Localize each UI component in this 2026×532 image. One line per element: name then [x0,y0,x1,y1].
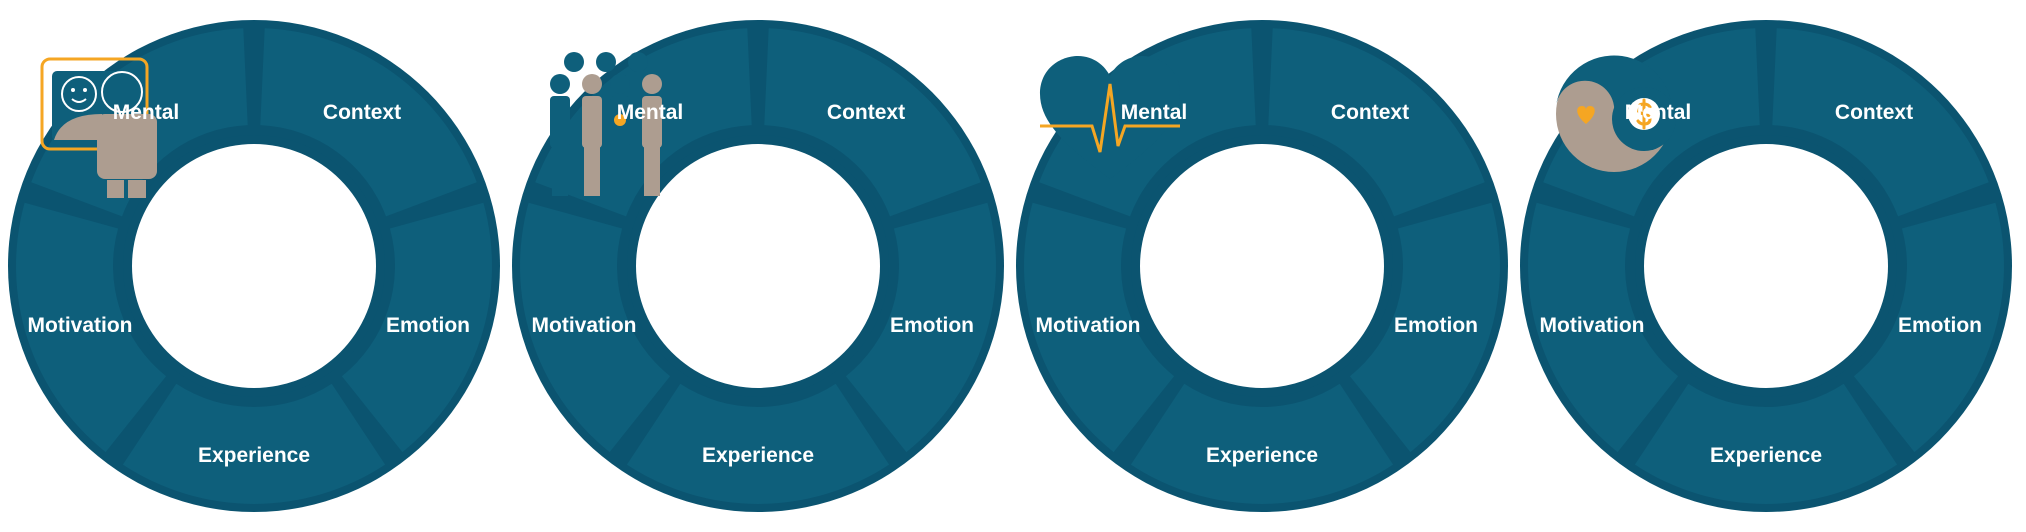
segment-experience [1528,202,1679,453]
group-of-people-icon [550,52,662,196]
segment-experience [520,202,671,453]
segment-label-experience: Experience [1205,444,1319,467]
segment-label-emotion: Emotion [1898,314,1982,337]
center-disc [1140,144,1384,388]
segment-context [1349,202,1500,453]
segment-context [1853,202,2004,453]
segment-label-emotion: Emotion [386,314,470,337]
segment-label-motivation: Motivation [531,314,637,337]
segment-emotion [1130,383,1394,504]
segment-label-mental: Mental [112,101,180,124]
segment-label-motivation: Motivation [1035,314,1141,337]
segment-mental [764,28,981,217]
segment-label-emotion: Emotion [890,314,974,337]
segment-label-context: Context [322,101,402,124]
segment-label-context: Context [1834,101,1914,124]
center-disc [636,144,880,388]
segment-label-mental: Mental [1624,101,1692,124]
center-disc [132,144,376,388]
dollar-sign-icon [1636,98,1652,130]
segment-label-mental: Mental [616,101,684,124]
segment-emotion [1634,383,1898,504]
segment-label-mental: Mental [1120,101,1188,124]
person-mirror-icon [40,57,157,198]
segment-context [341,202,492,453]
segment-label-motivation: Motivation [1539,314,1645,337]
segment-emotion [122,383,386,504]
yin-yang-heart-dollar-icon [1556,55,1676,172]
segment-label-experience: Experience [197,444,311,467]
segment-emotion [626,383,890,504]
segment-label-motivation: Motivation [27,314,133,337]
segment-label-context: Context [1330,101,1410,124]
segment-label-context: Context [826,101,906,124]
heart-pulse-icon [1040,56,1180,179]
segment-experience [1024,202,1175,453]
segment-mental [1772,28,1989,217]
segment-label-experience: Experience [701,444,815,467]
segment-mental [260,28,477,217]
segment-mental [1268,28,1485,217]
segment-experience [16,202,167,453]
segment-label-experience: Experience [1709,444,1823,467]
center-disc [1644,144,1888,388]
segment-label-emotion: Emotion [1394,314,1478,337]
segment-context [845,202,996,453]
